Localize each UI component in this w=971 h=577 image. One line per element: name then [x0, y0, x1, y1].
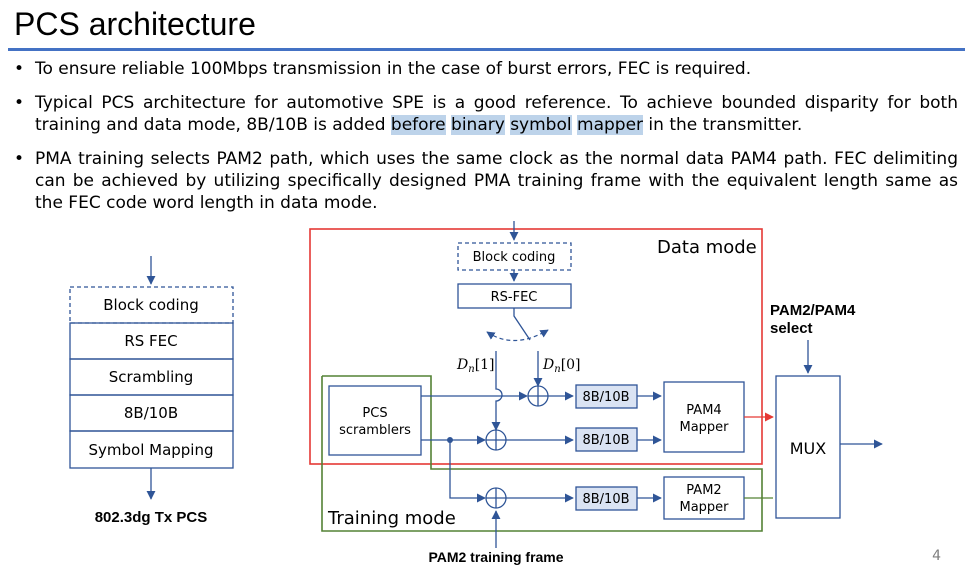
stack-caption: 802.3dg Tx PCS [95, 509, 208, 526]
bullet-1: To ensure reliable 100Mbps transmission … [12, 58, 958, 80]
dn1-label: Dn[1] [456, 357, 495, 375]
select-label-1: PAM2/PAM4 [770, 302, 856, 319]
mux-label: MUX [790, 439, 827, 458]
mux-box [775, 375, 841, 519]
dn0-label: Dn[0] [542, 357, 581, 375]
data-mode-label: Data mode [657, 237, 757, 258]
stack-8b10b-label: 8B/10B [124, 404, 178, 422]
fec-switch [513, 308, 531, 341]
highlight-mapper: mapper [577, 115, 644, 135]
encoder-low-label: 8B/10B [582, 492, 629, 507]
pcs-scramblers-box [328, 385, 422, 456]
data-mode-region [309, 228, 763, 465]
highlight-before: before [390, 115, 446, 135]
encoder-mid-label: 8B/10B [582, 433, 629, 448]
bullet-1-text: To ensure reliable 100Mbps transmission … [35, 59, 752, 79]
left-pcs-stack: Block coding RS FEC Scrambling 8B/10B Sy… [69, 256, 234, 526]
bullet-2-text-a: Typical PCS architecture for automotive … [35, 93, 958, 135]
stack-rs-fec-label: RS FEC [124, 332, 177, 350]
training-frame-label: PAM2 training frame [428, 549, 563, 565]
xor-low [485, 487, 507, 509]
title-rule [8, 48, 965, 51]
xor-top [527, 385, 549, 407]
switch-direction-arc [486, 329, 549, 342]
stack-scrambling-label: Scrambling [109, 368, 194, 386]
bullet-3-text: PMA training selects PAM2 path, which us… [35, 149, 958, 213]
block-coding-label: Block coding [473, 250, 556, 265]
pam2-mapper-label-1: PAM2 [686, 483, 721, 498]
slide-title: PCS architecture [14, 6, 256, 42]
bullet-2-text-b: in the transmitter. [643, 115, 803, 135]
dn1-line [491, 351, 503, 431]
encoder-top-label: 8B/10B [582, 390, 629, 405]
highlight-binary: binary [451, 115, 505, 135]
select-label-2: select [770, 320, 813, 337]
bullet-2: Typical PCS architecture for automotive … [12, 92, 958, 136]
pam4-mapper-label-1: PAM4 [686, 403, 721, 418]
pam4-mapper-label-2: Mapper [679, 420, 729, 435]
pcs-scramblers-label-2: scramblers [339, 423, 411, 438]
bullet-list: To ensure reliable 100Mbps transmission … [12, 58, 958, 226]
training-mode-label: Training mode [327, 508, 456, 529]
page-number: 4 [932, 548, 941, 564]
xor-mid [485, 429, 507, 451]
bullet-3: PMA training selects PAM2 path, which us… [12, 148, 958, 214]
stack-symbol-mapping-label: Symbol Mapping [88, 441, 213, 459]
stack-block-coding-label: Block coding [103, 296, 198, 314]
training-mode-region [321, 375, 763, 532]
scr-to-xor-low [449, 440, 486, 503]
pam2-mapper-label-2: Mapper [679, 500, 729, 515]
rs-fec-label: RS-FEC [491, 290, 538, 305]
pcs-scramblers-label-1: PCS [362, 406, 387, 421]
highlight-symbol: symbol [510, 115, 572, 135]
